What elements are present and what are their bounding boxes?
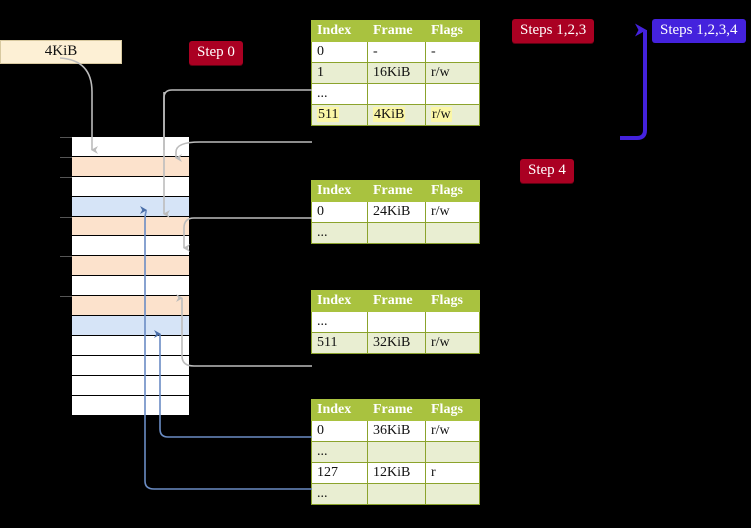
table-cell [425, 83, 480, 105]
memory-column [60, 136, 190, 416]
table-cell: 24KiB [367, 201, 426, 223]
column-header: Frame [367, 20, 426, 42]
memory-row [60, 296, 189, 317]
memory-row-tick [60, 156, 72, 158]
column-header: Flags [425, 290, 480, 312]
table-cell: 32KiB [367, 332, 426, 354]
table-cell: 36KiB [367, 420, 426, 442]
memory-row [72, 355, 189, 376]
column-header: Flags [425, 20, 480, 42]
table-cell: 127 [311, 462, 368, 484]
connector-t1r511-to-mem [175, 141, 312, 162]
memory-row [60, 156, 189, 177]
table-cell: 0 [311, 41, 368, 63]
connector-t2r0-to-mem [183, 217, 312, 252]
step-0-badge: Step 0 [189, 41, 243, 65]
memory-row [72, 316, 189, 336]
table-cell [367, 311, 426, 333]
table-cell: 16KiB [367, 62, 426, 84]
highlighted-value: 511 [317, 107, 340, 122]
table-cell: r [425, 462, 480, 484]
table-cell: - [425, 41, 480, 63]
table-cell [425, 441, 480, 463]
memory-row-tick [60, 216, 72, 218]
connector-t3r511-to-mem [176, 294, 312, 367]
table-cell [367, 222, 426, 244]
memory-row [72, 196, 189, 217]
table-cell [425, 222, 480, 244]
memory-row [60, 216, 189, 237]
table-cell: 1 [311, 62, 368, 84]
highlighted-value: r/w [431, 107, 452, 122]
table-cell: ... [311, 311, 368, 333]
memory-row [72, 276, 189, 297]
highlighted-value: 4KiB [373, 107, 406, 122]
table-row: ... [311, 222, 480, 244]
column-header: Frame [367, 180, 426, 202]
table-cell: 511 [311, 104, 368, 126]
table-cell: r/w [425, 62, 480, 84]
steps-1234-badge: Steps 1,2,3,4 [652, 19, 746, 43]
table-row: ... [311, 311, 480, 333]
column-header: Flags [425, 399, 480, 421]
table-cell: 0 [311, 420, 368, 442]
step-4-badge: Step 4 [520, 159, 574, 183]
table-cell: r/w [425, 201, 480, 223]
table-row: 511 4KiB r/w [311, 104, 480, 126]
column-header: Index [311, 399, 368, 421]
table-cell: ... [311, 222, 368, 244]
memory-row [72, 375, 189, 396]
table-cell: 4KiB [367, 104, 426, 126]
memory-row [60, 256, 189, 277]
memory-row [72, 236, 189, 257]
column-header: Frame [367, 399, 426, 421]
table-cell: 12KiB [367, 462, 426, 484]
connector-purple-loop [620, 23, 647, 140]
table-cell: ... [311, 83, 368, 105]
column-header: Flags [425, 180, 480, 202]
table-row: ... [311, 441, 480, 463]
column-header: Frame [367, 290, 426, 312]
table-cell: r/w [425, 332, 480, 354]
table-cell [425, 483, 480, 505]
size-label-box: 4KiB [0, 40, 122, 64]
column-header: Index [311, 180, 368, 202]
table-cell: 0 [311, 201, 368, 223]
table-cell [367, 483, 426, 505]
column-header: Index [311, 290, 368, 312]
table-cell [367, 441, 426, 463]
table-cell: ... [311, 441, 368, 463]
memory-row [60, 176, 189, 197]
table-cell: r/w [425, 104, 480, 126]
memory-row [72, 395, 189, 416]
table-row: 0-- [311, 41, 480, 63]
column-header: Index [311, 20, 368, 42]
memory-row-tick [60, 296, 72, 298]
table-cell [367, 83, 426, 105]
memory-row [72, 335, 189, 356]
steps-123-badge: Steps 1,2,3 [512, 19, 595, 43]
table-cell [425, 311, 480, 333]
memory-row-tick [60, 137, 72, 138]
table-cell: ... [311, 483, 368, 505]
table-cell: - [367, 41, 426, 63]
memory-row-tick [60, 176, 72, 178]
table-cell: 511 [311, 332, 368, 354]
table-row: ... [311, 83, 480, 105]
table-cell: r/w [425, 420, 480, 442]
table-row: ... [311, 483, 480, 505]
memory-row-tick [60, 256, 72, 258]
memory-row [60, 137, 189, 157]
